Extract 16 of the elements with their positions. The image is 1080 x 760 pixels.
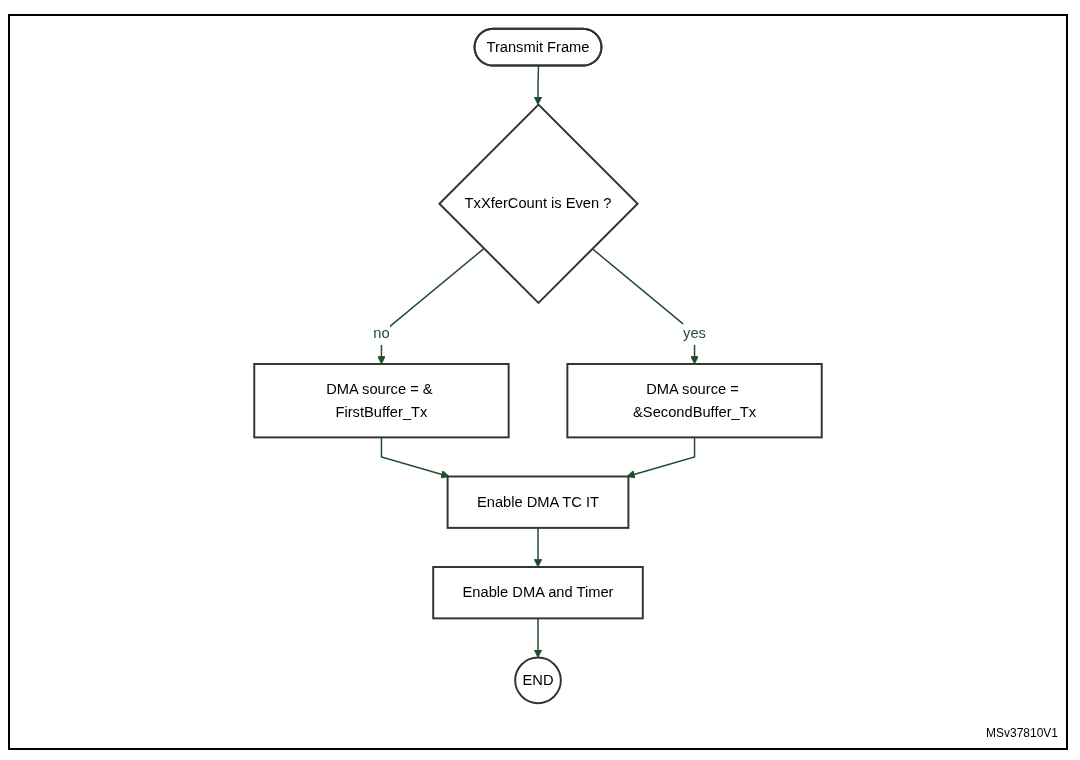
node-box: DMA source = &SecondBuffer_Tx xyxy=(566,363,823,439)
arrow xyxy=(591,247,699,365)
arrow xyxy=(533,65,543,106)
node-diamond: TxXferCount is Even ? xyxy=(438,103,639,305)
node-box: Enable DMA and Timer xyxy=(432,566,644,620)
arrow xyxy=(377,247,485,365)
node-box: Enable DMA TC IT xyxy=(446,475,630,529)
arrow xyxy=(533,617,543,658)
arrow xyxy=(380,436,450,479)
arrow xyxy=(533,527,543,568)
edge-label: no xyxy=(373,324,390,342)
node-circle: END xyxy=(514,656,562,705)
figure-id: MSv37810V1 xyxy=(985,726,1058,740)
edge-label: yes xyxy=(683,324,706,342)
arrow xyxy=(626,436,696,479)
node-box: DMA source = & FirstBuffer_Tx xyxy=(253,363,510,439)
